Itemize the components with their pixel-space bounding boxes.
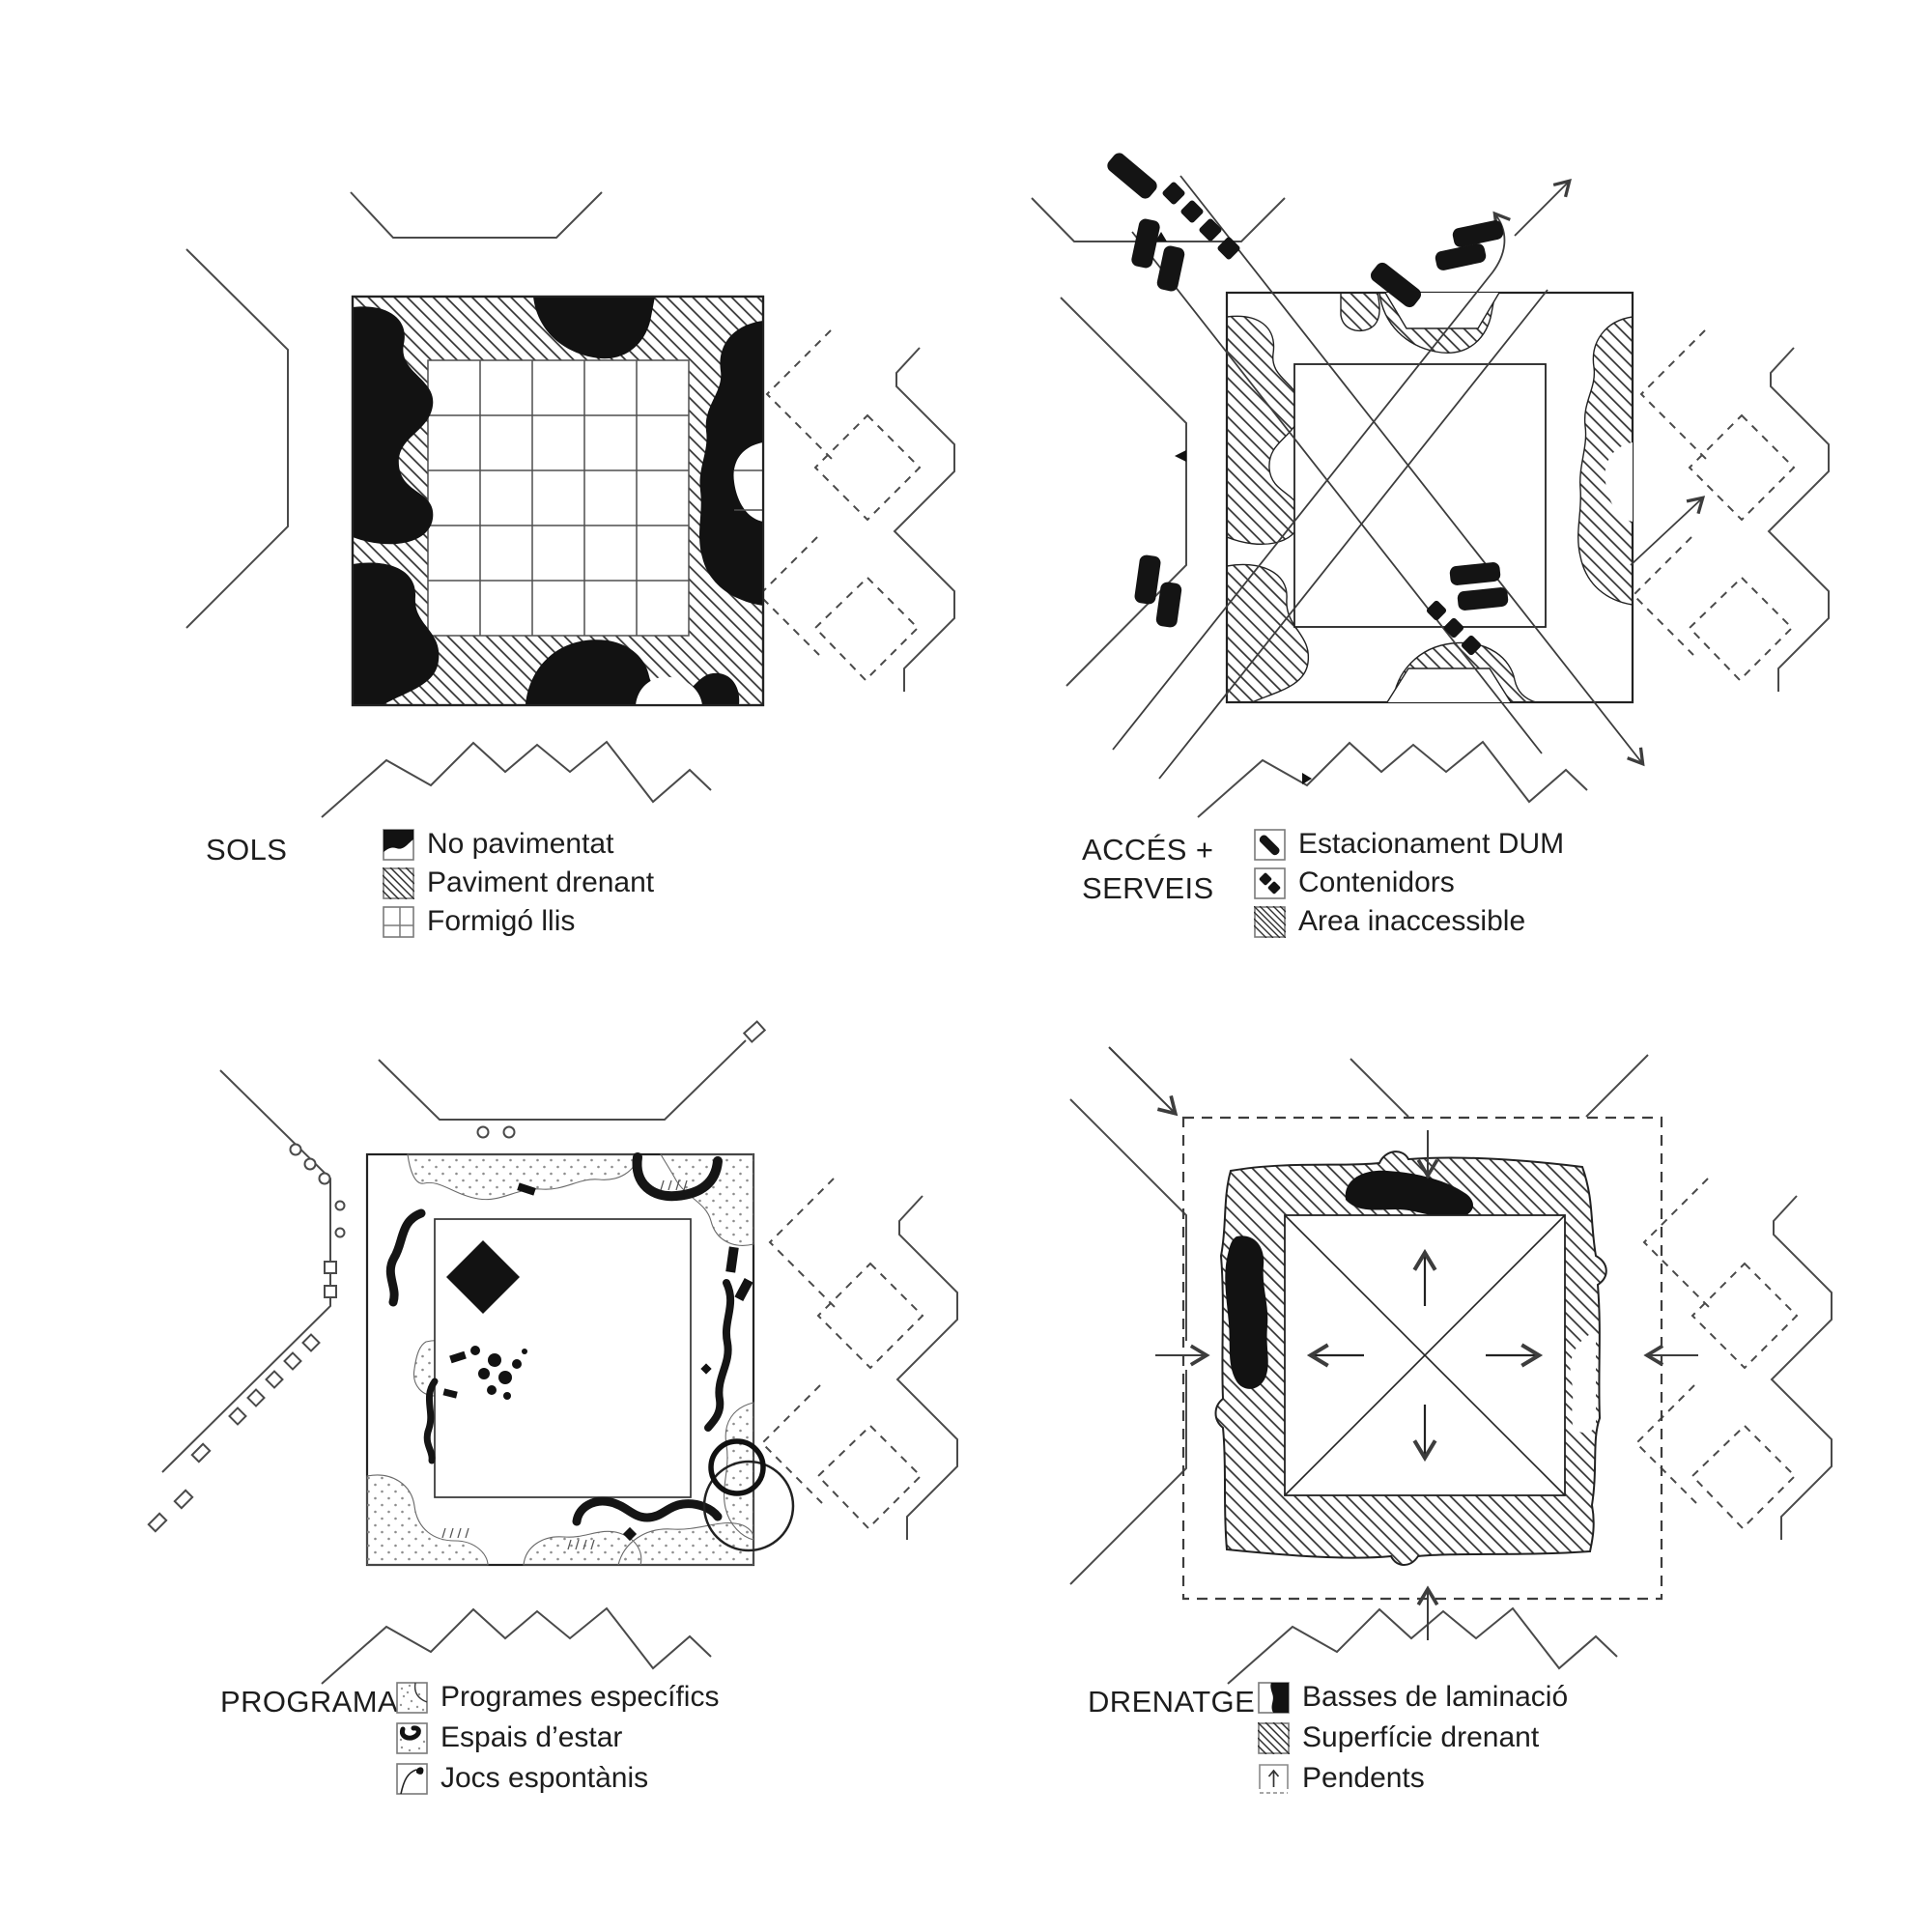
legend-item: Espais d’estar — [396, 1720, 719, 1755]
street-edge-top — [1350, 1054, 1649, 1118]
legend-label: Estacionament DUM — [1298, 828, 1565, 860]
exit-arrow-top-right — [1514, 179, 1572, 237]
basses-laminacio-blobs — [1225, 1170, 1473, 1389]
legend-label: Contenidors — [1298, 867, 1455, 898]
paviment-drenant-swatch-icon — [383, 867, 414, 899]
drainage-outward-arrows — [1306, 1248, 1544, 1463]
superficie-drenant-swatch-icon — [1258, 1721, 1290, 1754]
legend-label: Jocs espontànis — [440, 1762, 649, 1794]
inner-platform-square — [1293, 363, 1547, 628]
contenidors-swatch-icon — [1254, 867, 1286, 899]
sols-legend-title: SOLS — [206, 833, 288, 867]
adjacent-blocks-right — [758, 329, 955, 693]
programa-context-lines — [147, 1020, 767, 1533]
drenatge-context-lines — [1069, 1054, 1649, 1585]
no-pavimentat-blobs — [353, 297, 763, 705]
adjacent-blocks-right — [761, 1178, 958, 1541]
acces-serveis-legend-title: ACCÉS + SERVEIS — [1082, 831, 1214, 908]
jocs-espontanis-swatch-icon — [396, 1762, 428, 1795]
programa-legend: Programes específics Espais d’estar Jocs… — [396, 1680, 719, 1802]
legend-label: Paviment drenant — [427, 867, 655, 898]
drenatge-diagram — [1069, 1046, 1833, 1685]
route-sw-ne-2 — [1158, 289, 1548, 780]
access-route-arrows — [1112, 175, 1706, 780]
street-edge-left — [185, 248, 289, 629]
sols-diagram — [185, 191, 955, 818]
street-edge-left — [1060, 297, 1187, 687]
legend-item: Area inaccessible — [1254, 905, 1564, 938]
legend-item: Superfície drenant — [1258, 1720, 1568, 1755]
legend-label: Area inaccessible — [1298, 905, 1526, 937]
plot-outline — [351, 295, 765, 707]
legend-item: Paviment drenant — [383, 867, 654, 899]
facade-zigzag-bottom — [1197, 741, 1588, 818]
formigo-llis-grid — [427, 359, 690, 637]
exit-arrow-right — [1630, 496, 1706, 566]
street-edge-left — [161, 1069, 331, 1473]
route-nw-se — [1179, 175, 1645, 767]
estacionament-dum-swatch-icon — [1254, 828, 1286, 861]
acces-serveis-diagram — [1031, 153, 1830, 818]
street-edge-top — [378, 1039, 747, 1121]
estacionament-dum-bars — [1107, 153, 1509, 628]
sols-context-lines — [185, 191, 603, 629]
legend-item: Estacionament DUM — [1254, 828, 1564, 861]
espais-destar-curves — [385, 1152, 735, 1526]
adjacent-blocks-right — [1633, 329, 1830, 693]
no-pavimentat-swatch-icon — [383, 828, 414, 861]
legend-label: No pavimentat — [427, 828, 614, 860]
contenidors-clusters — [1162, 182, 1482, 656]
drenatge-legend: Basses de laminació Superfície drenant P… — [1258, 1680, 1568, 1802]
grid-lines-in-bite — [734, 469, 763, 511]
programes-especifics-areas — [366, 1153, 754, 1566]
facade-zigzag-bottom — [321, 741, 712, 818]
facade-zigzag-bottom — [1227, 1607, 1618, 1685]
acces-serveis-legend: Estacionament DUM Contenidors Area inacc… — [1254, 828, 1564, 944]
programes-especifics-swatch-icon — [396, 1681, 428, 1714]
legend-label: Espais d’estar — [440, 1721, 623, 1753]
pendents-swatch-icon — [1259, 1763, 1289, 1794]
legend-item: Programes específics — [396, 1680, 719, 1715]
title-line-2: SERVEIS — [1082, 871, 1214, 905]
street-edge-left — [1069, 1098, 1187, 1585]
basses-laminacio-swatch-icon — [1258, 1681, 1290, 1714]
drenatge-legend-title: DRENATGE — [1088, 1685, 1256, 1719]
legend-item: Basses de laminació — [1258, 1680, 1568, 1715]
programa-legend-title: PROGRAMA — [220, 1685, 399, 1719]
legend-item: Contenidors — [1254, 867, 1564, 899]
legend-item: Pendents — [1258, 1761, 1568, 1796]
legend-label: Superfície drenant — [1302, 1721, 1540, 1753]
legend-item: Formigó llis — [383, 905, 654, 938]
title-line-1: ACCÉS + — [1082, 833, 1214, 867]
direction-ticks — [1155, 232, 1312, 784]
slope-inward-arrows — [1108, 1046, 1698, 1640]
legend-label: Formigó llis — [427, 905, 576, 937]
legend-label: Programes específics — [440, 1681, 720, 1713]
adjacent-blocks-right — [1635, 1178, 1833, 1541]
area-inaccessible-swatch-icon — [1254, 905, 1286, 938]
specific-program-diamond — [446, 1240, 520, 1314]
legend-item: Jocs espontànis — [396, 1761, 719, 1796]
legend-label: Pendents — [1302, 1762, 1425, 1794]
jocs-espontanis-items — [442, 1182, 753, 1542]
small-kiosk — [742, 1020, 767, 1043]
legend-label: Basses de laminació — [1302, 1681, 1569, 1713]
street-edge-top — [350, 191, 603, 239]
facade-zigzag-bottom — [321, 1607, 712, 1685]
route-sw-ne-curved — [1112, 211, 1511, 751]
legend-item: No pavimentat — [383, 828, 654, 861]
route-nw-se-2 — [1131, 231, 1543, 754]
formigo-llis-swatch-icon — [383, 905, 414, 938]
white-bites — [636, 442, 763, 705]
right-edge-bite — [1570, 1331, 1596, 1434]
play-circles — [702, 1438, 795, 1552]
sols-legend: No pavimentat Paviment drenant Formigó l… — [383, 828, 654, 944]
programa-diagram — [147, 1020, 958, 1685]
stipple-tick-marks — [441, 1179, 688, 1550]
espais-destar-swatch-icon — [396, 1721, 428, 1754]
